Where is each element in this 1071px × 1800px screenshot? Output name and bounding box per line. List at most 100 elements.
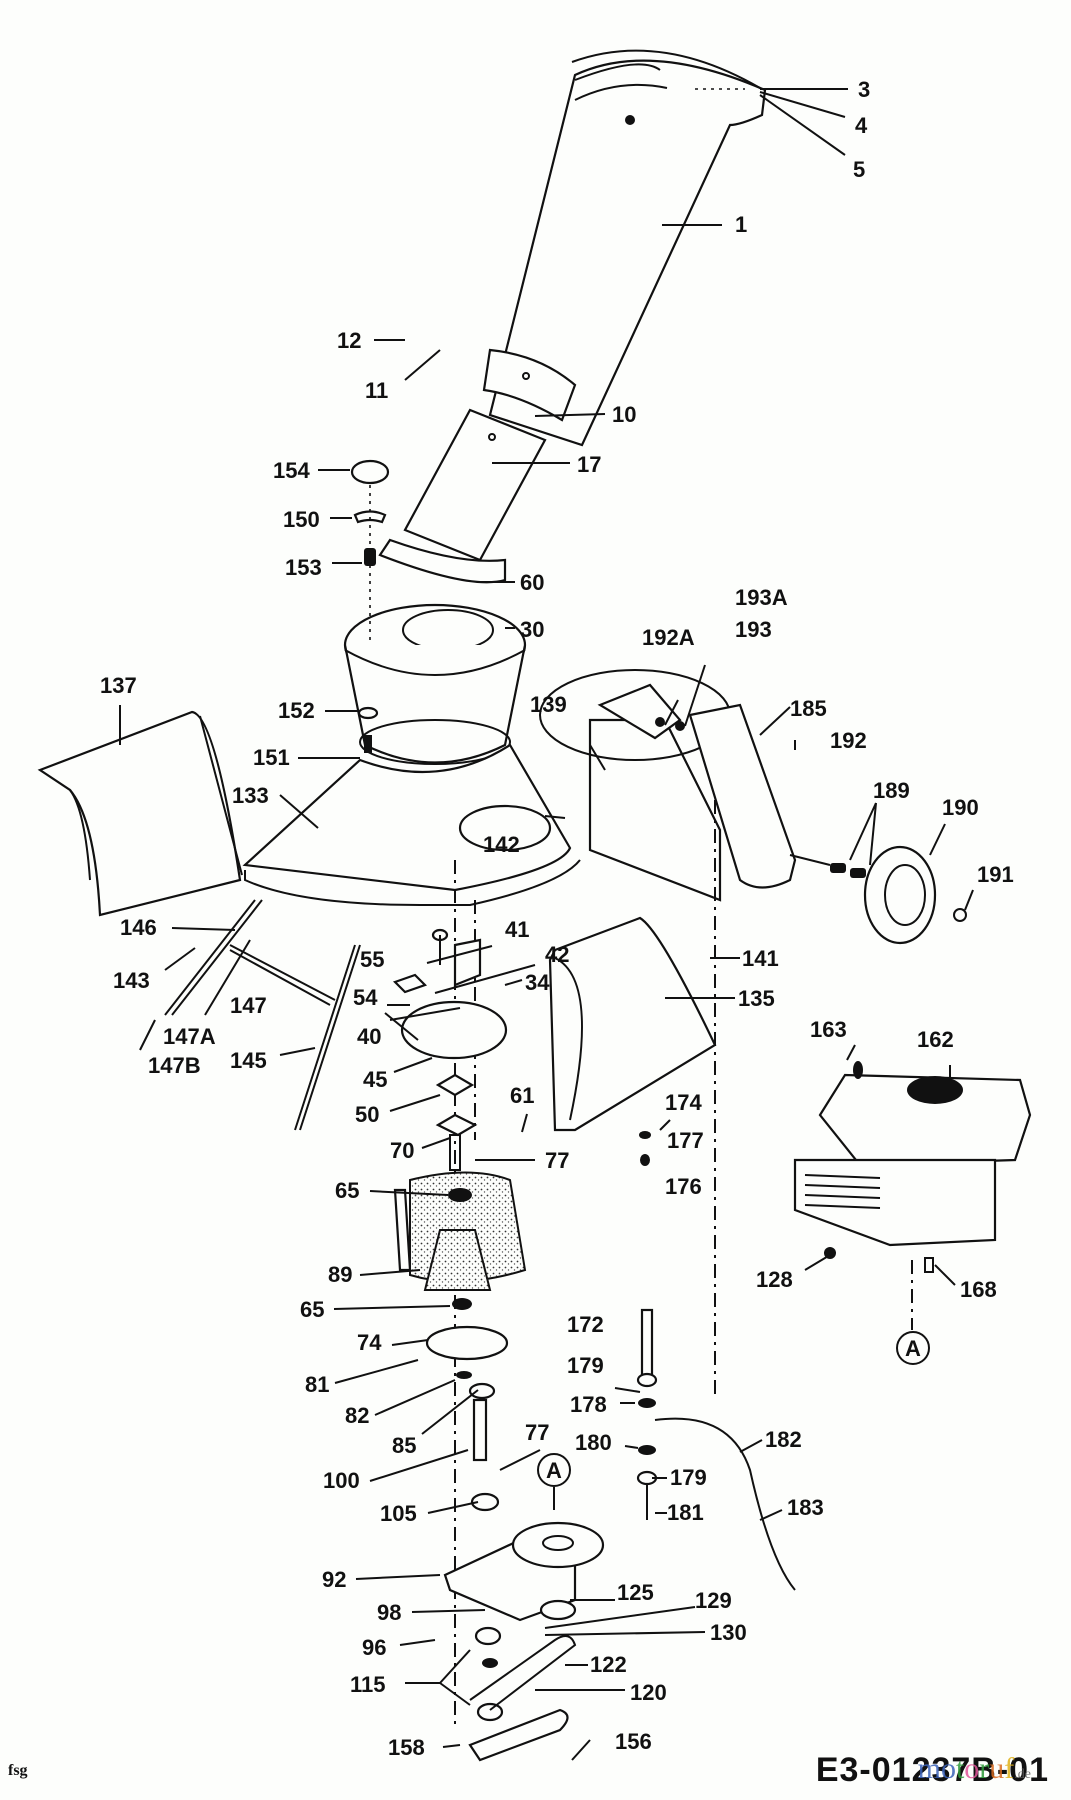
part-label-147: 147 bbox=[230, 993, 267, 1018]
part-label-17: 17 bbox=[577, 452, 601, 477]
support-legs bbox=[139, 899, 361, 1131]
part-label-152: 152 bbox=[278, 698, 315, 723]
part-labels: 1 3 4 5 10 11 12 17 154 150 153 60 30 19… bbox=[100, 77, 1014, 1760]
part-label-179-upper: 179 bbox=[567, 1353, 604, 1378]
part-label-11: 11 bbox=[365, 378, 388, 403]
part-label-133: 133 bbox=[232, 783, 269, 808]
part-label-105: 105 bbox=[380, 1501, 417, 1526]
part-label-130: 130 bbox=[710, 1620, 747, 1645]
engine bbox=[793, 1061, 1032, 1330]
part-label-182: 182 bbox=[765, 1427, 802, 1452]
corner-mark: fsg bbox=[8, 1762, 28, 1779]
chute-tube bbox=[378, 408, 547, 584]
part-label-50: 50 bbox=[355, 1102, 379, 1127]
part-label-139: 139 bbox=[530, 692, 567, 717]
part-label-55: 55 bbox=[360, 947, 384, 972]
gearbox-plate bbox=[443, 1521, 605, 1622]
part-label-141: 141 bbox=[742, 946, 779, 971]
svg-text:A: A bbox=[905, 1336, 921, 1361]
part-label-146: 146 bbox=[120, 915, 157, 940]
part-label-4: 4 bbox=[855, 113, 868, 138]
part-label-30: 30 bbox=[520, 617, 544, 642]
part-label-135: 135 bbox=[738, 986, 775, 1011]
part-label-85: 85 bbox=[392, 1433, 416, 1458]
part-label-156: 156 bbox=[615, 1729, 652, 1754]
pulleys-belt bbox=[468, 1599, 577, 1762]
part-label-42: 42 bbox=[545, 942, 569, 967]
side-shield bbox=[37, 710, 243, 917]
side-feed-hopper bbox=[539, 669, 797, 902]
part-label-158: 158 bbox=[388, 1735, 425, 1760]
part-label-82: 82 bbox=[345, 1403, 369, 1428]
part-label-34: 34 bbox=[525, 970, 550, 995]
deflector-shield bbox=[548, 916, 717, 1132]
part-label-77-lower: 77 bbox=[525, 1420, 549, 1445]
part-label-189: 189 bbox=[873, 778, 910, 803]
part-label-154: 154 bbox=[273, 458, 310, 483]
part-label-128: 128 bbox=[756, 1267, 793, 1292]
part-label-61: 61 bbox=[510, 1083, 534, 1108]
watermark-suffix: .de bbox=[1014, 1767, 1031, 1782]
part-label-190: 190 bbox=[942, 795, 979, 820]
part-label-145: 145 bbox=[230, 1048, 267, 1073]
part-label-5: 5 bbox=[853, 157, 865, 182]
part-label-60: 60 bbox=[520, 570, 544, 595]
leader-lines bbox=[119, 88, 974, 1761]
part-label-180: 180 bbox=[575, 1430, 612, 1455]
part-label-178: 178 bbox=[570, 1392, 607, 1417]
top-housing bbox=[343, 603, 527, 765]
svg-text:A: A bbox=[546, 1458, 562, 1483]
part-label-150: 150 bbox=[283, 507, 320, 532]
watermark-letter: u bbox=[989, 1752, 1005, 1785]
callout-a-engine: A bbox=[896, 1331, 930, 1365]
callout-a-gearbox: A bbox=[537, 1453, 571, 1510]
part-label-192A: 192A bbox=[642, 625, 695, 650]
part-label-1: 1 bbox=[735, 212, 747, 237]
drawing-code: E3-01237B-01 bbox=[815, 1751, 1049, 1789]
hopper-body bbox=[242, 743, 581, 906]
part-label-193A: 193A bbox=[735, 585, 788, 610]
part-label-181: 181 bbox=[667, 1500, 704, 1525]
part-label-98: 98 bbox=[377, 1600, 401, 1625]
part-label-10: 10 bbox=[612, 402, 636, 427]
part-label-143: 143 bbox=[113, 968, 150, 993]
part-label-96: 96 bbox=[362, 1635, 386, 1660]
part-label-191: 191 bbox=[977, 862, 1014, 887]
part-label-183: 183 bbox=[787, 1495, 824, 1520]
watermark-letter: o bbox=[940, 1752, 956, 1785]
part-label-40: 40 bbox=[357, 1024, 381, 1049]
part-label-151: 151 bbox=[253, 745, 290, 770]
part-label-115: 115 bbox=[350, 1672, 386, 1697]
part-label-142: 142 bbox=[483, 832, 520, 857]
part-label-129: 129 bbox=[695, 1588, 732, 1613]
watermark-letter: r bbox=[979, 1752, 990, 1785]
part-label-81: 81 bbox=[305, 1372, 329, 1397]
part-label-100: 100 bbox=[323, 1468, 360, 1493]
part-label-41: 41 bbox=[505, 917, 529, 942]
part-label-89: 89 bbox=[328, 1262, 352, 1287]
watermark-letter: m bbox=[917, 1752, 941, 1785]
part-label-193: 193 bbox=[735, 617, 772, 642]
wheel bbox=[789, 845, 967, 945]
part-label-168: 168 bbox=[960, 1277, 997, 1302]
part-label-147A: 147A bbox=[163, 1024, 216, 1049]
part-label-192: 192 bbox=[830, 728, 867, 753]
watermark-letter: o bbox=[964, 1752, 980, 1785]
part-label-177: 177 bbox=[667, 1128, 704, 1153]
part-label-45: 45 bbox=[363, 1067, 387, 1092]
part-label-147B: 147B bbox=[148, 1053, 201, 1078]
part-label-163: 163 bbox=[810, 1017, 847, 1042]
part-label-137: 137 bbox=[100, 673, 137, 698]
part-label-3: 3 bbox=[858, 77, 870, 102]
part-label-176: 176 bbox=[665, 1174, 702, 1199]
part-label-172: 172 bbox=[567, 1312, 604, 1337]
part-label-174: 174 bbox=[665, 1090, 702, 1115]
part-label-92: 92 bbox=[322, 1567, 346, 1592]
part-label-70: 70 bbox=[390, 1138, 414, 1163]
rotor-stack bbox=[392, 860, 527, 1730]
part-label-120: 120 bbox=[630, 1680, 667, 1705]
chute-collar bbox=[482, 348, 577, 422]
part-label-65-upper: 65 bbox=[335, 1178, 359, 1203]
watermark-letter: f bbox=[1004, 1752, 1015, 1785]
